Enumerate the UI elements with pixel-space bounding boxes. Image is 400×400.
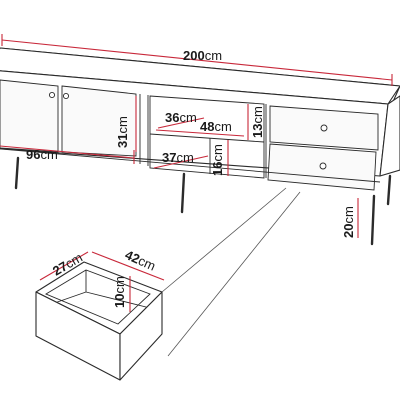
drawer-inner-floor-edge-3 bbox=[85, 291, 151, 309]
dim-line-shelf-depth bbox=[157, 117, 205, 129]
label-drawer-width: 42cm bbox=[123, 247, 158, 274]
cabinet-bottom-edge bbox=[0, 148, 381, 183]
callout-lines bbox=[161, 187, 301, 357]
leg-front-right bbox=[370, 194, 376, 246]
label-lower-depth: 37cm bbox=[162, 150, 194, 165]
label-leg-height: 20cm bbox=[341, 206, 356, 238]
leg-front-left bbox=[14, 156, 20, 190]
drawer-detail: 27cm 42cm 10cm bbox=[35, 247, 165, 381]
dim-line-drawer-depth bbox=[39, 251, 89, 281]
tv-cabinet bbox=[0, 47, 400, 246]
label-cabinet-height: 31cm bbox=[115, 116, 130, 148]
drawer-inner-cavity bbox=[45, 269, 151, 325]
dim-line-drawer-width bbox=[91, 251, 165, 281]
callout-line-bottom bbox=[167, 191, 301, 357]
callout-line-top bbox=[161, 187, 287, 293]
label-lower-shelf-height: 16cm bbox=[210, 144, 225, 176]
dimension-labels: 200cm 96cm 31cm 36cm 48cm 13cm 37cm 16cm… bbox=[26, 48, 356, 238]
door-knob-right bbox=[62, 92, 70, 100]
left-door-panel bbox=[0, 79, 59, 153]
door-knob-left bbox=[48, 91, 56, 99]
open-shelf-compartment bbox=[149, 95, 265, 179]
label-total-width: 200cm bbox=[183, 48, 222, 63]
dim-line-left-section bbox=[0, 145, 135, 159]
label-upper-shelf-height: 13cm bbox=[250, 106, 265, 138]
label-shelf-width: 48cm bbox=[200, 119, 232, 134]
dim-line-lower-depth bbox=[153, 155, 209, 169]
leg-front-middle bbox=[180, 172, 186, 214]
label-left-section: 96cm bbox=[26, 147, 58, 162]
dim-line-total-width bbox=[1, 39, 393, 81]
cabinet-right-side bbox=[379, 95, 400, 177]
leg-back-right bbox=[386, 174, 392, 206]
drawer-right-face bbox=[119, 291, 163, 381]
lower-drawer-knob bbox=[319, 162, 327, 170]
label-shelf-depth: 36cm bbox=[165, 110, 197, 125]
open-shelf-board bbox=[149, 133, 265, 143]
middle-door-panel bbox=[61, 85, 137, 157]
dimension-lines bbox=[0, 34, 393, 238]
label-drawer-height: 10cm bbox=[112, 276, 127, 308]
dim-line-shelf-width bbox=[155, 129, 245, 137]
upper-drawer-knob bbox=[320, 124, 328, 132]
